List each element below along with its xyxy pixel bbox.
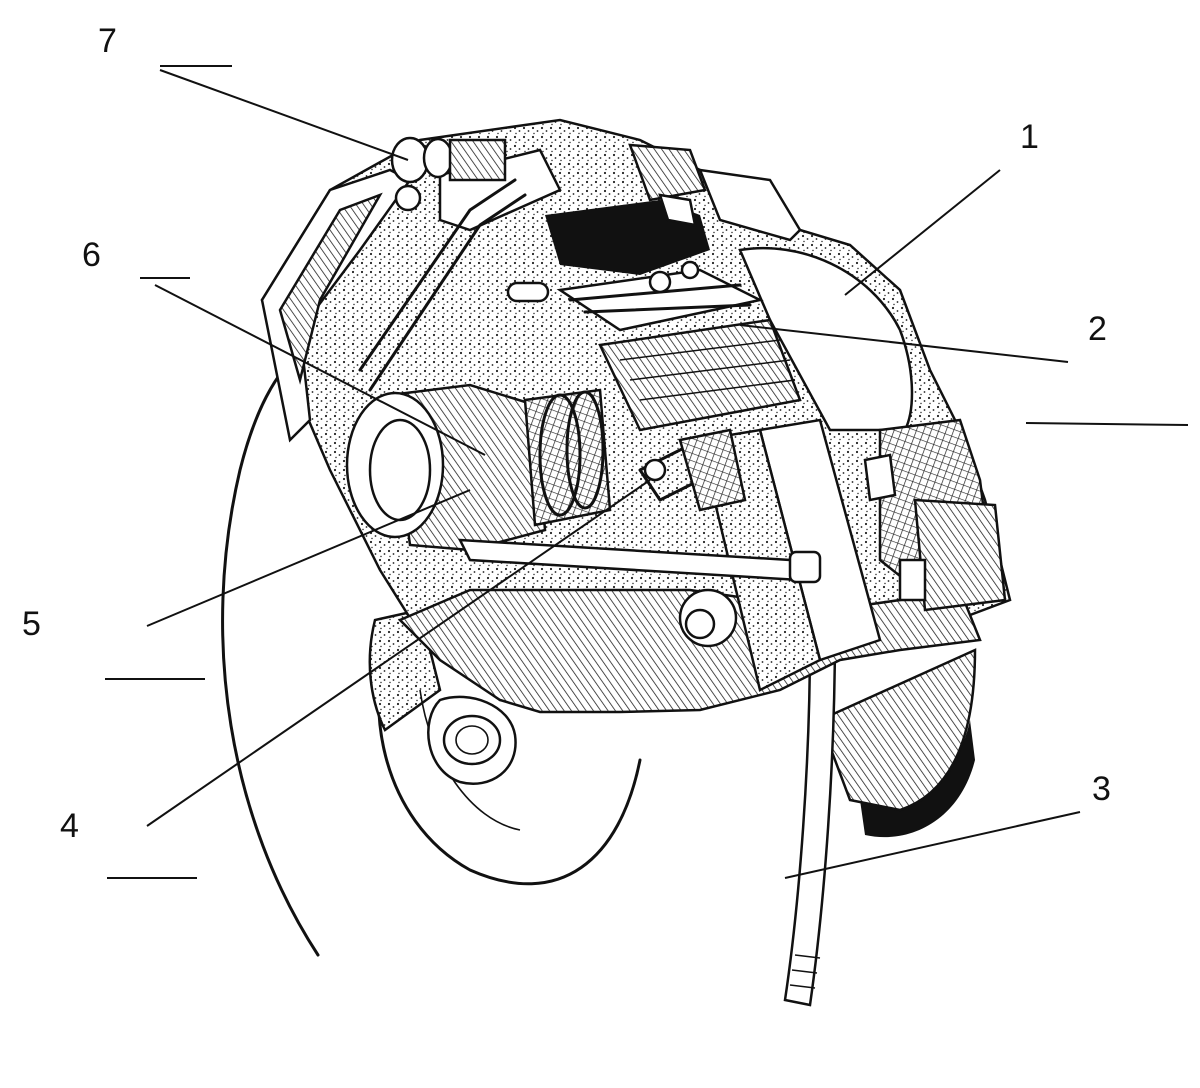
leader-7	[159, 69, 409, 161]
label-5: 5	[22, 605, 41, 643]
blank-right	[1025, 422, 1189, 426]
leader-5	[146, 489, 471, 627]
caliper-illustration	[221, 118, 1012, 1007]
piston	[345, 383, 612, 552]
leader-1	[844, 169, 1001, 296]
wheel-rim-arc	[221, 348, 320, 957]
right-piston-housing	[628, 143, 1007, 612]
leader-lines	[146, 69, 1081, 879]
label-2: 2	[1088, 310, 1107, 348]
label-7: 7	[98, 22, 117, 60]
label-1: 1	[1020, 118, 1039, 156]
leader-6	[154, 284, 486, 456]
adjuster-rod	[457, 428, 822, 584]
top-pad-block	[545, 193, 710, 275]
mounting-bolt	[678, 588, 738, 648]
leader-3	[784, 811, 1081, 879]
label-3: 3	[1092, 770, 1111, 808]
part-labels: 7 6 5 4 1 2 3	[22, 22, 1111, 845]
retaining-pins	[506, 260, 802, 432]
hub-boss	[427, 695, 517, 785]
label-6: 6	[82, 236, 101, 274]
label-4: 4	[60, 807, 79, 845]
brake-pad-strip	[783, 628, 837, 1007]
answer-blanks	[105, 65, 1189, 879]
leader-4	[146, 479, 651, 827]
bleed-nipple	[390, 136, 507, 212]
leader-2	[739, 324, 1069, 363]
